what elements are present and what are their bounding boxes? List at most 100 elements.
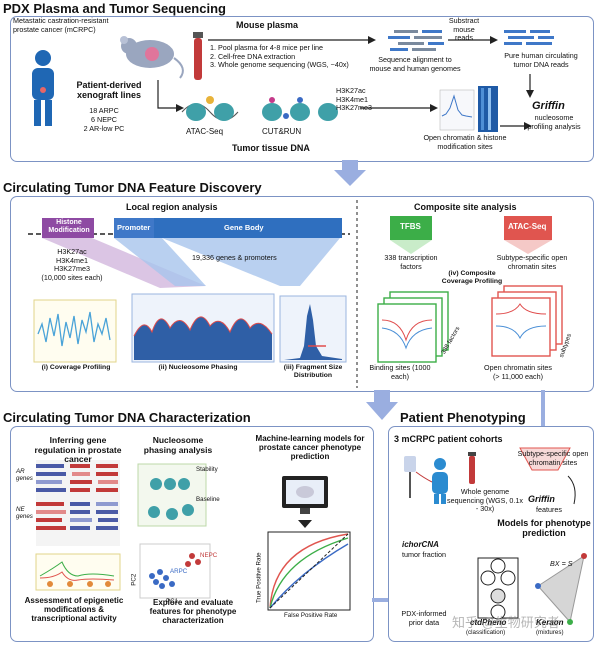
blood-tube-icon [193,32,203,80]
pca-plot [139,543,211,599]
alignment-label: Sequence alignment to mouse and human ge… [369,55,461,73]
cutrun-label: CUT&RUN [262,127,302,136]
patient-figure [32,50,54,126]
griffin-label: Griffin [532,100,565,112]
gene-body-block [154,218,342,238]
subtract-label: Substract mouse reads [448,16,480,43]
p2-mark-1: H3K27ac [57,247,87,256]
classification-label: (classification) [466,629,506,636]
binding-sites-label: Binding sites (1000 each) [369,363,431,381]
caption-coverage: (i) Coverage Profiling [41,364,111,371]
reads-pure [504,30,554,45]
griffin-p4-label: Griffin [528,494,555,504]
patient-desc: Metastatic castration-resistant prostate… [13,16,109,34]
sites-each: (10,000 sites each) [41,272,103,282]
pc2-label: PC2 [130,573,138,586]
nucleosome-atac-icon [181,96,239,121]
features-label: features [536,505,562,514]
atac-block-label: ATAC-Seq [508,222,547,231]
genes-promoters-label: 19,336 genes & promoters [192,253,277,262]
panel1-title: PDX Plasma and Tumor Sequencing [3,1,226,16]
panel4-graphics [404,447,587,625]
panel2-title: Circulating Tumor DNA Feature Discovery [3,180,262,195]
pdx-prior-label: PDX-informed prior data [401,609,447,627]
atac-block [504,216,552,240]
caption-fragment: (iii) Fragment Size Distribution [283,364,343,379]
tumor-dna-label: Tumor tissue DNA [232,143,310,153]
histone-mod-label: Histone Modification [48,219,90,234]
mark-h3k27ac: H3K27ac [336,86,366,95]
xenograft-title: Patient-derived xenograft lines [76,80,142,100]
plasma-steps: 1. Pool plasma for 4-8 mice per line 2. … [210,43,366,70]
promoter-block [114,218,154,238]
assessment-label: Assessment of epigenetic modifications &… [24,596,124,623]
fpr-label: False Positive Rate [284,612,338,619]
open-sites-plot [491,297,551,357]
pc1-label: PC1 [166,598,179,605]
open-chromatin-plots [439,86,498,132]
watermark: 知乎 @生物研究者 [452,615,560,630]
promoter-label: Promoter [117,223,151,232]
panel1-graphics [32,30,554,132]
infer-title: Inferring gene regulation in prostate ca… [34,435,122,464]
caption-composite: (iv) Composite Coverage Profiling [441,270,503,285]
tfbs-label: TFBS [400,222,421,231]
nucleosome-cutrun-icon [262,97,338,121]
line-arpc: 18 ARPC [89,106,119,115]
baseline-label: Baseline [196,496,220,503]
binding-sites-plot [377,303,437,363]
ar-genes-label: AR genes [16,468,33,483]
step-3: 3. Whole genome sequencing (WGS, ~40x) [210,60,349,70]
histone-marks-list: H3K27ac H3K4me1 H3K27me3 [336,86,384,113]
arrow-panel1-to-panel2 [334,160,366,186]
local-analysis-title: Local region analysis [126,202,218,212]
p2-mark-3: H3K27me3 [54,264,90,274]
arpc-label: ARPC [170,568,188,575]
griffin-desc: nucleosome profiling analysis [527,113,581,131]
cohorts-label: 3 mCRPC patient cohorts [394,434,503,444]
step-2: 2. Cell-free DNA extraction [210,51,296,61]
p2-mark-2: H3K4me1 [56,255,88,265]
step-1: 1. Pool plasma for 4-8 mice per line [210,43,324,52]
patient-iv-icon [404,456,448,504]
keraon-label: Keraon [536,618,564,627]
tfbs-block [390,216,432,240]
open-chromatin-label: Open chromatin & histone modification si… [423,133,507,151]
composite-analysis-title: Composite site analysis [414,202,517,212]
phasing-title: Nucleosome phasing analysis [143,435,213,455]
mixture-label: (mixtures) [536,629,564,636]
ne-genes-label: NE genes [16,506,33,521]
xenograft-lines: 18 ARPC 6 NEPC 2 AR-low PC [68,106,140,133]
explore-label: Explore and evaluate features for phenot… [149,598,237,625]
equation-label: BX = S [550,559,573,568]
subtype-sites-label: Subtype-specific open chromatin sites [517,449,589,467]
gene-body-label: Gene Body [224,223,264,232]
caption-phasing: (ii) Nucleosome Phasing [158,364,238,371]
atac-label: ATAC-Seq [186,127,224,136]
line-nepc: 6 NEPC [91,115,117,124]
gene-heatmap [36,460,120,546]
panel2-graphics [28,200,563,388]
atac-desc: Subtype-specific open chromatin sites [496,253,568,271]
tube-icon-p4 [468,452,476,484]
panel3-title: Circulating Tumor DNA Characterization [3,410,251,425]
coverage-plot [33,299,117,363]
histone-mod-block [42,218,94,238]
histone-marks-2: H3K27ac H3K4me1 H3K27me3 (10,000 sites e… [36,247,108,282]
stability-label: Stability [196,466,218,473]
pure-reads-label: Pure human circulating tumor DNA reads [504,51,578,69]
ctdpheno-label: ctdPheno [470,618,507,627]
panel4-title: Patient Phenotyping [400,410,526,425]
tfbs-desc: 338 transcription factors [384,253,438,271]
mark-h3k27me3: H3K27me3 [336,103,372,113]
reads-mixed [388,30,444,51]
wgs-label: Whole genome sequencing (WGS, 0.1x - 30x… [447,487,523,514]
computer-icon [282,476,328,528]
mouse-icon [120,36,184,79]
nepc-label: NEPC [200,552,218,559]
line-arlow: 2 AR-low PC [83,124,125,133]
tpr-label: True Positive Rate [255,552,263,604]
open-sites-label: Open chromatin sites (> 11,000 each) [484,363,552,381]
ichor-label: ichorCNA [402,540,439,549]
mouse-plasma-label: Mouse plasma [236,20,299,30]
